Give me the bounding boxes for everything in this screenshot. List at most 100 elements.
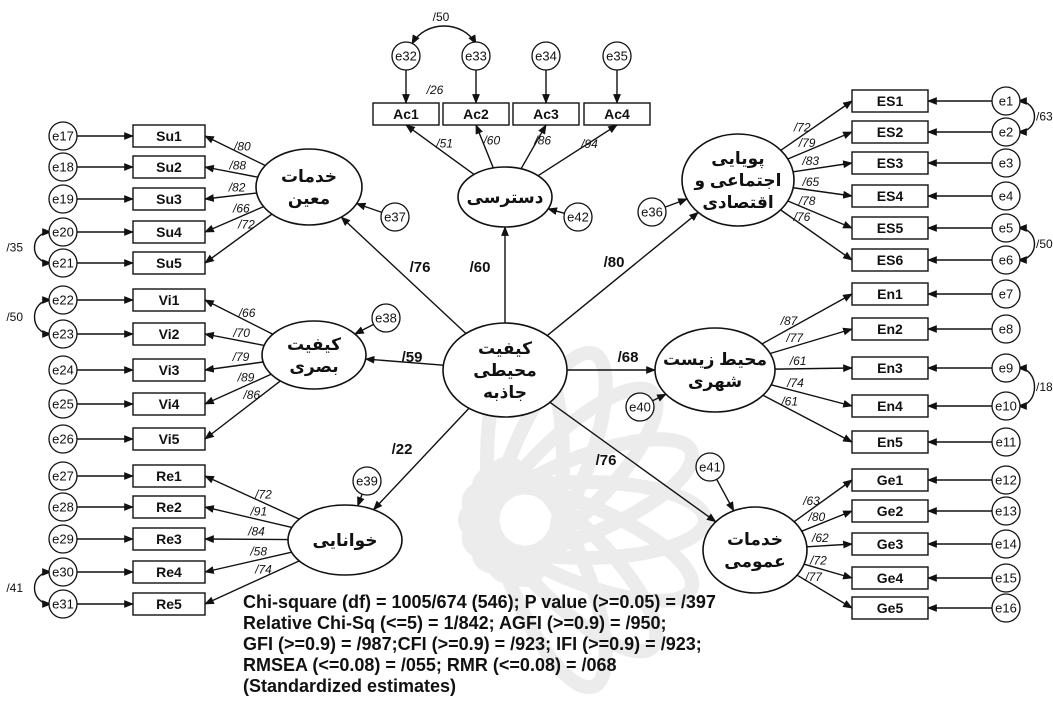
error-circle-e31: [48, 589, 78, 619]
disturbance-label-e36: e36: [641, 205, 663, 220]
error-label-e2: e2: [999, 125, 1013, 140]
indicator-label-ac2: Ac2: [463, 106, 489, 122]
latent-ellipse-environment: [654, 327, 776, 413]
error-label-e20: e20: [52, 225, 74, 240]
error-circle-e10: [991, 391, 1021, 421]
indicator-box-re1: [132, 464, 206, 488]
error-label-e7: e7: [999, 287, 1013, 302]
indicator-label-ac4: Ac4: [604, 106, 630, 122]
indicator-box-ge1: [851, 468, 929, 492]
loading-label: /79: [798, 136, 816, 150]
error-label-e19: e19: [52, 192, 74, 207]
indicator-label-en5: En5: [877, 434, 903, 450]
loading-label: /86: [242, 388, 260, 402]
indicator-label-en4: En4: [877, 398, 903, 414]
disturbance-circle-e36: [637, 197, 667, 227]
error-circle-e19: [48, 184, 78, 214]
loading-arrow: [787, 131, 853, 160]
loading-label: /70: [232, 326, 250, 340]
error-label-e6: e6: [999, 253, 1013, 268]
indicator-box-en5: [851, 430, 929, 454]
latent-label-environment: محیط زیست: [663, 350, 767, 369]
indicator-label-ge1: Ge1: [877, 472, 904, 488]
error-circle-e25: [48, 389, 78, 419]
loading-label: /86: [533, 134, 551, 148]
disturbance-label-e39: e39: [356, 474, 378, 489]
indicator-box-ac2: [442, 102, 510, 126]
fit-line-rmsea: RMSEA (<=0.08) = /055; RMR (<=0.08) = /0…: [243, 655, 617, 675]
indicator-label-re3: Re3: [156, 531, 182, 547]
covariance-e20-e21: [34, 228, 52, 267]
error-label-e28: e28: [52, 500, 74, 515]
latent-label-central: جاذبه: [483, 383, 527, 402]
loading-label: /94: [580, 137, 598, 151]
error-circle-e24: [48, 355, 78, 385]
loading-label: /66: [238, 306, 256, 320]
error-circle-e17: [48, 121, 78, 151]
indicator-box-ge4: [851, 566, 929, 590]
loading-label: /72: [793, 121, 811, 135]
covariance-e5-e6: [1017, 224, 1035, 264]
indicator-box-ge2: [851, 499, 929, 523]
indicator-label-su2: Su2: [156, 159, 182, 175]
loading-arrow: [761, 293, 853, 345]
loading-label: /80: [233, 139, 251, 153]
structural-path-legibility: [372, 407, 470, 511]
error-circle-e21: [48, 248, 78, 278]
disturbance-arrow: [354, 323, 374, 335]
error-circle-e27: [48, 461, 78, 491]
loading-label: /58: [249, 545, 267, 559]
loading-arrow: [204, 192, 257, 202]
structural-label-dynamics: /80: [604, 254, 625, 271]
loading-arrow: [204, 475, 300, 520]
disturbance-circle-e37: [380, 202, 410, 232]
disturbance-circle-e39: [352, 466, 382, 496]
indicator-label-su1: Su1: [156, 128, 182, 144]
covariance-e20-e21-label: /35: [6, 241, 23, 255]
indicator-box-es4: [851, 184, 929, 208]
error-circle-e20: [48, 217, 78, 247]
error-label-e33: e33: [465, 49, 487, 64]
indicator-box-en3: [851, 356, 929, 380]
loading-arrow: [475, 124, 494, 169]
error-label-e4: e4: [999, 189, 1013, 204]
loading-label: /77: [804, 570, 823, 584]
error-label-e17: e17: [52, 129, 74, 144]
loading-arrow: [793, 187, 853, 199]
indicator-label-es1: ES1: [877, 93, 904, 109]
loading-label: /61: [789, 354, 807, 368]
covariance-e1-e2: [1017, 97, 1035, 136]
latent-label-legibility: خوانایی: [312, 531, 377, 551]
watermark-petal: [483, 456, 613, 695]
covariance-e22-e23: [34, 296, 52, 338]
error-label-e18: e18: [52, 160, 74, 175]
latent-label-services: معین: [288, 189, 330, 209]
covariance-e9-e10: [1017, 364, 1036, 410]
indicator-label-vi2: Vi2: [159, 326, 180, 342]
indicator-label-es5: ES5: [877, 220, 904, 236]
latent-ellipse-dynamics: [681, 133, 795, 227]
indicator-label-vi1: Vi1: [159, 292, 180, 308]
latent-label-public: عمومی: [724, 552, 785, 572]
disturbance-arrow: [716, 478, 735, 512]
loading-arrow: [204, 164, 258, 178]
loading-label: /87: [780, 314, 799, 328]
error-circle-e35: [602, 41, 632, 71]
indicator-box-su3: [132, 187, 206, 211]
indicator-label-su3: Su3: [156, 191, 182, 207]
error-label-e9: e9: [999, 361, 1013, 376]
loading-label: /62: [811, 531, 829, 545]
error-circle-e30: [48, 557, 78, 587]
loading-label: /66: [232, 201, 250, 215]
loading-arrow: [204, 505, 292, 529]
indicator-label-re5: Re5: [156, 596, 182, 612]
loading-arrow: [774, 364, 853, 373]
loading-label: /79: [232, 350, 250, 364]
structural-label-visual: /59: [402, 349, 423, 366]
loading-label: /65: [801, 175, 819, 189]
error-label-e25: e25: [52, 397, 74, 412]
indicator-box-es5: [851, 216, 929, 240]
covariance-e9-e10-label: /18: [1036, 380, 1053, 394]
covariance-e30-e31: [34, 568, 52, 608]
